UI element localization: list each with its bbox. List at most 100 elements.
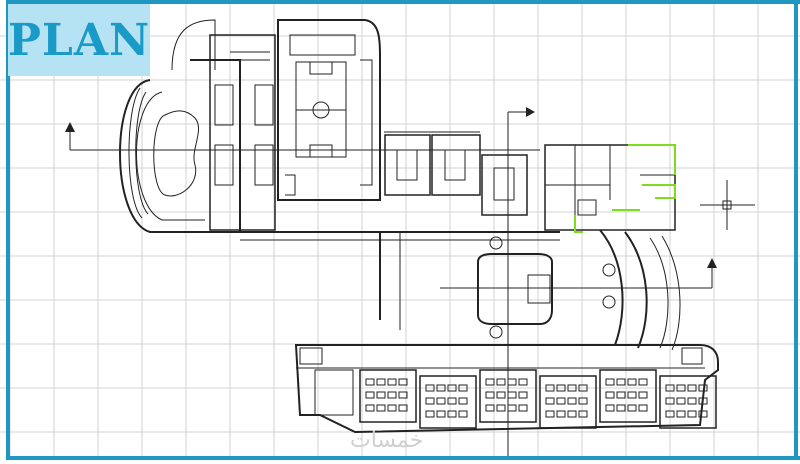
desk: [605, 404, 615, 412]
classroom: [659, 375, 717, 429]
desk: [665, 410, 675, 418]
desk: [676, 410, 686, 418]
desk: [365, 391, 375, 399]
desk: [698, 410, 708, 418]
desk: [638, 391, 648, 399]
desk: [507, 391, 517, 399]
desk: [436, 397, 446, 405]
desk: [387, 404, 397, 412]
desk: [376, 391, 386, 399]
classroom: [419, 375, 477, 429]
meeting-room-3: [481, 154, 528, 216]
meeting-room-1: [384, 134, 431, 196]
auditorium-inner-curve: [136, 91, 205, 221]
desk: [518, 378, 528, 386]
desk: [687, 384, 697, 392]
desk: [425, 384, 435, 392]
classroom-group: [359, 369, 717, 429]
desk: [556, 397, 566, 405]
section-arrow-icon: [526, 107, 535, 117]
meeting-room-2: [431, 134, 481, 196]
desk: [447, 384, 457, 392]
desk: [545, 397, 555, 405]
desk: [485, 378, 495, 386]
desk: [578, 397, 588, 405]
desk: [605, 378, 615, 386]
frame-border-bottom: [6, 456, 800, 460]
auditorium-outer-curve: [119, 59, 241, 233]
desk: [627, 378, 637, 386]
section-arrow-icon: [707, 258, 717, 268]
desk: [567, 410, 577, 418]
stair: [299, 347, 323, 365]
desk: [638, 404, 648, 412]
desk: [627, 404, 637, 412]
desk: [398, 378, 408, 386]
desk: [556, 384, 566, 392]
desk: [387, 391, 397, 399]
building-linework: [119, 19, 719, 434]
section-line: [69, 111, 713, 460]
desk: [687, 410, 697, 418]
section-arrow-icon: [65, 122, 75, 132]
desk: [365, 378, 375, 386]
desk: [616, 391, 626, 399]
desk: [376, 378, 386, 386]
desk: [447, 410, 457, 418]
central-atrium: [477, 253, 553, 325]
desk: [507, 404, 517, 412]
desk: [496, 378, 506, 386]
desk: [398, 404, 408, 412]
locker-room: [209, 34, 276, 231]
desk: [567, 384, 577, 392]
desk: [627, 391, 637, 399]
desk: [425, 397, 435, 405]
desk: [458, 397, 468, 405]
desk: [567, 397, 577, 405]
desk: [376, 404, 386, 412]
desk: [556, 410, 566, 418]
desk: [365, 404, 375, 412]
desk: [485, 391, 495, 399]
classroom-wing-outline: [294, 344, 719, 434]
desk: [676, 384, 686, 392]
desk: [616, 404, 626, 412]
desk: [518, 391, 528, 399]
desk: [545, 384, 555, 392]
auditorium-stage: [153, 110, 200, 197]
desk: [425, 410, 435, 418]
classroom: [359, 369, 417, 423]
classroom: [539, 375, 597, 429]
north-crosshair-icon: [700, 180, 755, 230]
desk: [578, 410, 588, 418]
desk: [698, 397, 708, 405]
desk: [398, 391, 408, 399]
desk: [616, 378, 626, 386]
plan-title: PLAN: [7, 14, 151, 66]
desk: [458, 410, 468, 418]
desk: [496, 404, 506, 412]
desk: [665, 397, 675, 405]
desk: [436, 410, 446, 418]
entrance-rotunda: [171, 19, 216, 71]
desk: [665, 384, 675, 392]
title-badge: PLAN: [8, 4, 150, 76]
frame-border-right: [794, 0, 798, 460]
desk: [545, 410, 555, 418]
curved-corridor: [599, 229, 624, 346]
desk: [698, 384, 708, 392]
desk: [496, 391, 506, 399]
desk: [676, 397, 686, 405]
frame-border-left: [6, 0, 10, 460]
desk: [458, 384, 468, 392]
frame-border-top: [6, 0, 800, 4]
desk: [507, 378, 517, 386]
desk: [447, 397, 457, 405]
desk: [578, 384, 588, 392]
desk: [605, 391, 615, 399]
desk: [485, 404, 495, 412]
highlight-walls: [574, 144, 676, 233]
sports-hall-outline: [277, 19, 381, 201]
